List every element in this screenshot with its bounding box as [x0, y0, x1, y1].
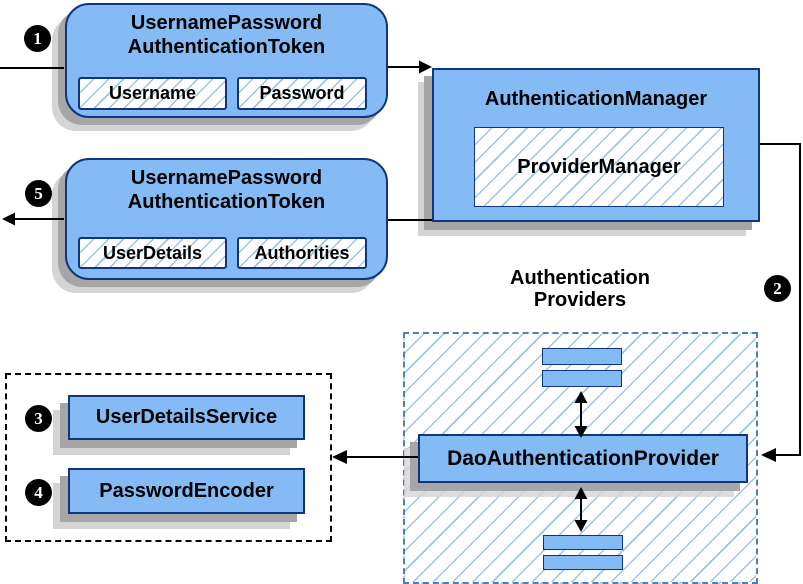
- request-token-title-line1: UsernamePassword: [130, 12, 323, 34]
- request-token-box: UsernamePassword AuthenticationToken Use…: [65, 3, 388, 118]
- step-1-badge: 1: [24, 25, 51, 52]
- step-3-badge: 3: [25, 405, 52, 432]
- step-5-badge: 5: [25, 180, 52, 207]
- provider-stack-bar: [543, 535, 623, 550]
- step-3-number: 3: [34, 408, 43, 428]
- provider-stack-bar: [543, 555, 623, 570]
- user-details-service-box: UserDetailsService: [68, 395, 305, 440]
- step-5-number: 5: [34, 183, 43, 203]
- response-token-title: UsernamePassword AuthenticationToken: [67, 160, 386, 214]
- authentication-manager-box: AuthenticationManager ProviderManager: [432, 68, 760, 222]
- authentication-providers-label-line1: Authentication: [510, 267, 650, 289]
- provider-stack-bar: [542, 348, 622, 365]
- response-token-title-line2: AuthenticationToken: [127, 191, 326, 213]
- step-2-badge: 2: [764, 275, 791, 302]
- userdetails-field: UserDetails: [78, 237, 227, 269]
- authentication-providers-label-line2: Providers: [533, 289, 627, 311]
- provider-stack-bar: [542, 370, 622, 387]
- arrow-manager-to-dao-provider: [760, 143, 801, 462]
- provider-manager-box: ProviderManager: [474, 127, 724, 207]
- request-token-title: UsernamePassword AuthenticationToken: [67, 5, 386, 59]
- arrow-token-to-manager: [388, 60, 432, 74]
- step-2-number: 2: [773, 278, 782, 298]
- dao-authentication-provider-box: DaoAuthenticationProvider: [418, 434, 748, 483]
- username-field: Username: [78, 77, 227, 110]
- authorities-field: Authorities: [237, 237, 367, 269]
- response-token-title-line1: UsernamePassword: [130, 167, 323, 189]
- authentication-manager-title: AuthenticationManager: [484, 88, 708, 110]
- request-token-title-line2: AuthenticationToken: [127, 36, 326, 58]
- password-field: Password: [237, 77, 367, 110]
- response-token-box: UsernamePassword AuthenticationToken Use…: [65, 158, 388, 280]
- step-4-badge: 4: [25, 479, 52, 506]
- arrow-response-out: [2, 212, 64, 226]
- authentication-providers-label: Authentication Providers: [455, 267, 705, 311]
- step-1-number: 1: [33, 28, 42, 48]
- step-4-number: 4: [34, 482, 43, 502]
- password-encoder-box: PasswordEncoder: [68, 468, 305, 514]
